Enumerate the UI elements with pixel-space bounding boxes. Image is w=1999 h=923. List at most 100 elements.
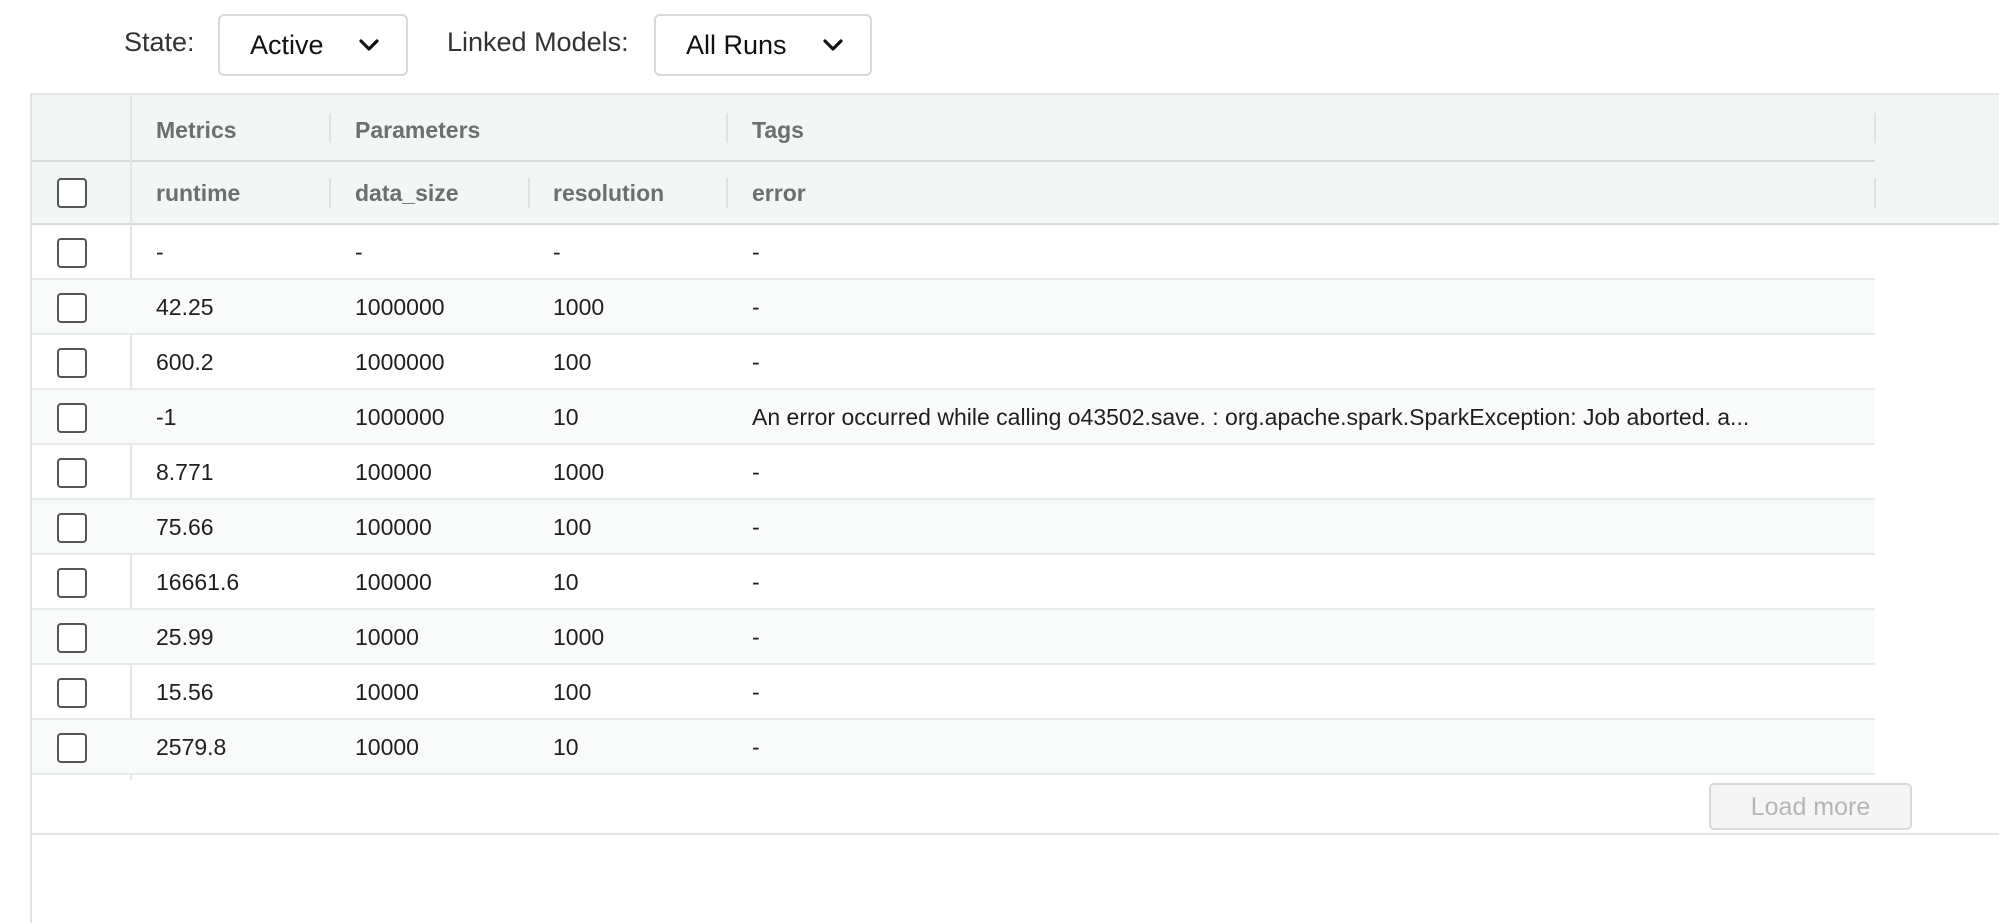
column-header-runtime[interactable]: runtime: [156, 180, 241, 206]
cell-error: An error occurred while calling o43502.s…: [752, 404, 1750, 430]
cell-resolution: 1000: [553, 624, 605, 650]
cell-runtime: 42.25: [156, 294, 214, 320]
table-row: 42.25 1000000 1000 -: [32, 280, 1875, 335]
cell-error: -: [752, 459, 760, 485]
linked-models-dropdown-value: All Runs: [686, 29, 787, 60]
column-separator[interactable]: [1874, 178, 1876, 208]
table-row: 25.99 10000 1000 -: [32, 610, 1875, 665]
divider: [32, 498, 1875, 500]
cell-data-size: 1000000: [355, 349, 445, 375]
cell-resolution: 1000: [553, 294, 605, 320]
cell-error: -: [752, 569, 760, 595]
divider: [32, 553, 1875, 555]
cell-runtime: 75.66: [156, 514, 214, 540]
cell-runtime: 600.2: [156, 349, 214, 375]
divider: [32, 773, 1875, 775]
row-checkbox[interactable]: [57, 458, 87, 488]
divider: [32, 160, 1875, 162]
cell-data-size: -: [355, 239, 363, 265]
cell-error: -: [752, 514, 760, 540]
divider: [32, 663, 1875, 665]
state-label: State:: [124, 27, 195, 57]
chevron-down-icon: [359, 39, 379, 51]
cell-error: -: [752, 734, 760, 760]
load-more-button[interactable]: Load more: [1709, 783, 1912, 830]
cell-data-size: 100000: [355, 459, 432, 485]
cell-resolution: 100: [553, 349, 592, 375]
cell-runtime: 8.771: [156, 459, 214, 485]
cell-error: -: [752, 679, 760, 705]
divider: [32, 333, 1875, 335]
cell-resolution: 100: [553, 514, 592, 540]
cell-runtime: 25.99: [156, 624, 214, 650]
group-header-tags: Tags: [752, 117, 804, 143]
cell-runtime: -1: [156, 404, 177, 430]
cell-data-size: 1000000: [355, 294, 445, 320]
cell-resolution: 10: [553, 569, 579, 595]
row-checkbox[interactable]: [57, 733, 87, 763]
filter-bar: State: Active Linked Models: All Runs: [0, 0, 1999, 90]
divider: [32, 718, 1875, 720]
table-row: - - - -: [32, 225, 1875, 280]
runs-table: Metrics Parameters Tags runtime data_siz…: [30, 93, 1999, 923]
cell-resolution: 100: [553, 679, 592, 705]
column-header-resolution[interactable]: resolution: [553, 180, 665, 206]
divider: [32, 608, 1875, 610]
cell-error: -: [752, 624, 760, 650]
column-separator[interactable]: [528, 178, 530, 208]
state-dropdown[interactable]: Active: [218, 14, 408, 76]
cell-data-size: 100000: [355, 569, 432, 595]
cell-resolution: 10: [553, 404, 579, 430]
cell-runtime: 16661.6: [156, 569, 240, 595]
row-checkbox[interactable]: [57, 238, 87, 268]
row-checkbox[interactable]: [57, 293, 87, 323]
linked-models-label: Linked Models:: [447, 27, 629, 57]
cell-data-size: 10000: [355, 624, 419, 650]
state-dropdown-value: Active: [250, 29, 324, 60]
row-checkbox[interactable]: [57, 623, 87, 653]
cell-data-size: 10000: [355, 734, 419, 760]
cell-data-size: 10000: [355, 679, 419, 705]
column-separator[interactable]: [329, 178, 331, 208]
column-separator[interactable]: [726, 178, 728, 208]
divider: [32, 833, 1999, 835]
cell-error: -: [752, 294, 760, 320]
row-checkbox[interactable]: [57, 348, 87, 378]
chevron-down-icon: [823, 39, 843, 51]
divider: [32, 388, 1875, 390]
group-header-row: [32, 95, 1999, 161]
column-header-error[interactable]: error: [752, 180, 806, 206]
column-header-row: [32, 161, 1999, 225]
group-header-metrics: Metrics: [156, 117, 237, 143]
cell-runtime: 15.56: [156, 679, 214, 705]
cell-runtime: -: [156, 239, 164, 265]
cell-resolution: -: [553, 239, 561, 265]
divider: [32, 443, 1875, 445]
divider: [32, 278, 1875, 280]
table-row: 8.771 100000 1000 -: [32, 445, 1875, 500]
divider: [32, 223, 1999, 225]
row-checkbox[interactable]: [57, 403, 87, 433]
table-row: 600.2 1000000 100 -: [32, 335, 1875, 390]
cell-error: -: [752, 349, 760, 375]
cell-resolution: 1000: [553, 459, 605, 485]
cell-data-size: 1000000: [355, 404, 445, 430]
table-row: 15.56 10000 100 -: [32, 665, 1875, 720]
row-checkbox[interactable]: [57, 568, 87, 598]
linked-models-dropdown[interactable]: All Runs: [654, 14, 872, 76]
column-header-data-size[interactable]: data_size: [355, 180, 459, 206]
column-separator: [329, 113, 331, 143]
cell-resolution: 10: [553, 734, 579, 760]
table-row: 2579.8 10000 10 -: [32, 720, 1875, 775]
select-all-checkbox[interactable]: [57, 178, 87, 208]
cell-runtime: 2579.8: [156, 734, 227, 760]
cell-error: -: [752, 239, 760, 265]
table-row: 16661.6 100000 10 -: [32, 555, 1875, 610]
table-row: -1 1000000 10 An error occurred while ca…: [32, 390, 1875, 445]
row-checkbox[interactable]: [57, 678, 87, 708]
group-header-parameters: Parameters: [355, 117, 481, 143]
column-separator: [726, 113, 728, 143]
cell-data-size: 100000: [355, 514, 432, 540]
row-checkbox[interactable]: [57, 513, 87, 543]
table-row: 75.66 100000 100 -: [32, 500, 1875, 555]
